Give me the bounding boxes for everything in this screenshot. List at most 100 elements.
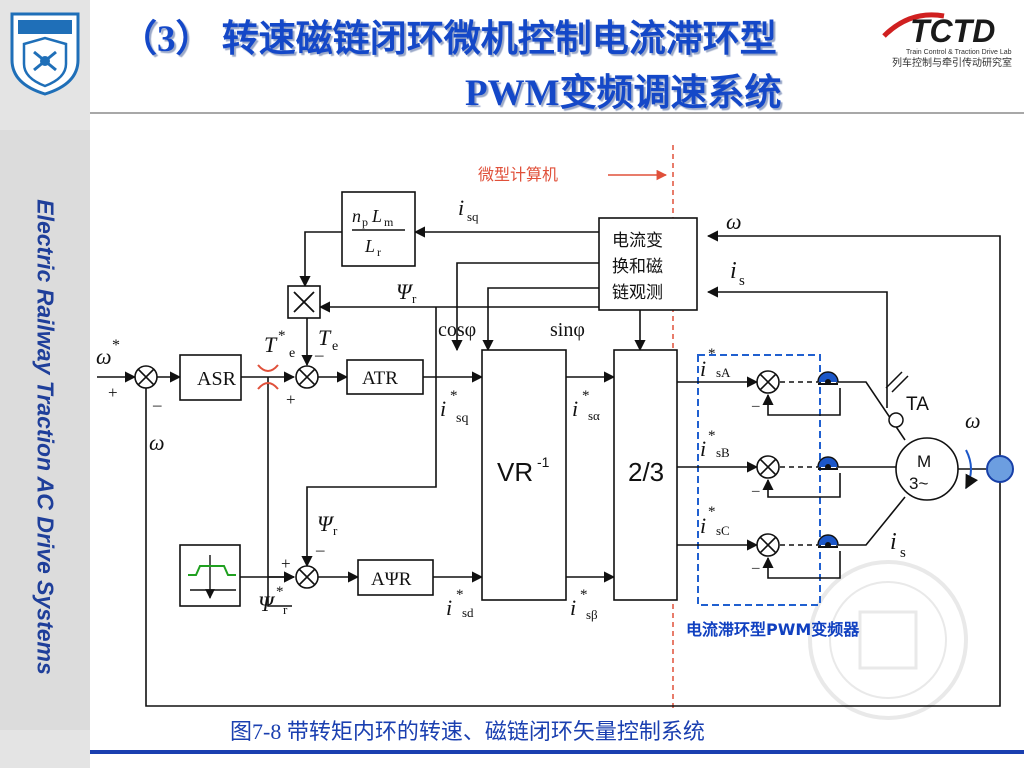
inverter-boundary <box>697 354 821 606</box>
isalpha-ref-sub: sα <box>588 408 600 423</box>
isd-ref-star: * <box>456 587 464 603</box>
apsir-block <box>357 559 434 596</box>
torque-plus-sign: + <box>286 390 296 409</box>
title-divider <box>90 112 1024 114</box>
isq-ref-sub: sq <box>456 411 468 426</box>
observer-line-2: 换和磁 <box>612 257 663 277</box>
gain-block <box>341 191 416 267</box>
gain-lr: L <box>364 236 375 256</box>
torque-ref-star: * <box>278 328 286 344</box>
omega-ref-label: ω <box>96 344 112 369</box>
gain-lr-sub: r <box>377 245 381 259</box>
ta-label: TA <box>906 394 929 415</box>
sidebar-strip <box>0 130 90 730</box>
gain-np-sub: p <box>362 215 368 229</box>
isq-ref-label: i <box>440 396 446 421</box>
logo-subtitle-en: Train Control & Traction Drive Lab <box>906 49 1012 56</box>
isq-feedback-label: i <box>458 195 464 220</box>
observer-line-3: 链观测 <box>612 283 663 303</box>
motor-m-label: M <box>917 452 931 471</box>
isbeta-ref-label: i <box>570 595 576 620</box>
lab-logo: TCTD Train Control & Traction Drive Lab … <box>882 12 1012 68</box>
is-motor-label: i <box>890 529 897 555</box>
torque-fb-label: T <box>318 325 332 350</box>
multiplier-icon <box>293 291 315 313</box>
torque-ref-label: T <box>264 332 278 357</box>
isb-ref-star: * <box>708 428 716 444</box>
slide-title-line-1: （3） 转速磁链闭环微机控制电流滞环型 <box>120 19 777 60</box>
multiplier-block <box>287 285 321 319</box>
atr-block <box>346 359 424 395</box>
isq-ref-star: * <box>450 388 458 404</box>
isalpha-ref-star: * <box>582 388 590 404</box>
is-motor-sub: s <box>900 545 906 561</box>
comparator-b-minus: – <box>751 483 760 499</box>
apsir-label: AΨR <box>371 569 412 590</box>
logo-swoosh-icon <box>882 12 945 38</box>
sidebar: Electric Railway Traction AC Drive Syste… <box>0 0 90 768</box>
vr-inverse-block <box>481 349 567 601</box>
asr-label: ASR <box>197 368 237 390</box>
limiter-curve-icon <box>188 555 236 599</box>
isq-feedback-sub: sq <box>467 209 479 224</box>
bottom-bar <box>90 750 1024 754</box>
isb-ref-label: i <box>700 436 706 461</box>
psi-r-ref-star: * <box>276 584 284 600</box>
gain-np: n <box>352 206 361 226</box>
psi-r-sub: r <box>412 291 417 306</box>
current-transformer-icon <box>885 371 909 428</box>
motor-phase-label: 3~ <box>909 474 928 493</box>
gain-lm-sub: m <box>384 215 394 229</box>
omega-ref-star: * <box>112 337 120 354</box>
psi-r-ref-label: Ψ <box>258 591 276 616</box>
rotation-arrow-icon <box>965 449 979 490</box>
isbeta-ref-star: * <box>580 587 588 603</box>
vr-label: VR <box>497 457 533 487</box>
figure-caption: 图7-8 带转矩内环的转速、磁链闭环矢量控制系统 <box>230 719 705 744</box>
logo-subtitle-cn: 列车控制与牵引传动研究室 <box>892 56 1012 68</box>
torque-ref-sub: e <box>289 346 295 361</box>
inverter-label: 电流滞环型PWM变频器 <box>686 620 860 639</box>
isa-ref-star: * <box>708 346 716 362</box>
psi-r-ref-sub: r <box>283 602 288 617</box>
observer-block <box>598 217 698 311</box>
university-emblem-icon <box>10 12 80 96</box>
flux-plus-sign: + <box>281 554 291 573</box>
speed-minus-sign: – <box>152 395 162 414</box>
vr-superscript: -1 <box>537 454 550 470</box>
asr-block <box>179 354 242 401</box>
observer-line-1: 电流变 <box>612 231 663 251</box>
power-switch-icons <box>817 371 839 548</box>
logo-mark: TCTD <box>910 13 995 49</box>
speed-sensor-icon <box>986 455 1014 483</box>
is-observer-label: i <box>730 258 737 284</box>
isbeta-ref-sub: sβ <box>586 607 598 622</box>
is-observer-sub: s <box>739 273 745 289</box>
isa-ref-label: i <box>700 356 706 381</box>
isalpha-ref-label: i <box>572 396 578 421</box>
isd-ref-label: i <box>446 595 452 620</box>
flux-minus-sign: – <box>315 540 325 559</box>
comparator-c-minus: – <box>751 560 760 576</box>
omega-feedback-label: ω <box>149 430 165 455</box>
sin-phi-label: sinφ <box>550 319 585 341</box>
torque-limiter-icon <box>257 364 279 390</box>
two-three-transform-block <box>613 349 678 601</box>
comparator-a-minus: – <box>751 398 760 414</box>
psi-r-label: Ψ <box>396 279 414 304</box>
cos-phi-label: cosφ <box>438 319 476 341</box>
psi-r-feedback-label: Ψ <box>317 511 335 536</box>
omega-motor-label: ω <box>965 408 981 433</box>
isc-ref-sub: sC <box>716 523 730 538</box>
speed-plus-sign: + <box>108 383 118 402</box>
gain-lm: L <box>371 206 382 226</box>
university-seal-watermark-icon <box>808 560 968 720</box>
isd-ref-sub: sd <box>462 605 474 620</box>
isc-ref-star: * <box>708 504 716 520</box>
omega-observer-label: ω <box>726 209 742 234</box>
slide-title-line-2: PWM变频调速系统 <box>465 73 782 114</box>
isb-ref-sub: sB <box>716 445 730 460</box>
motor-icon <box>895 437 959 501</box>
